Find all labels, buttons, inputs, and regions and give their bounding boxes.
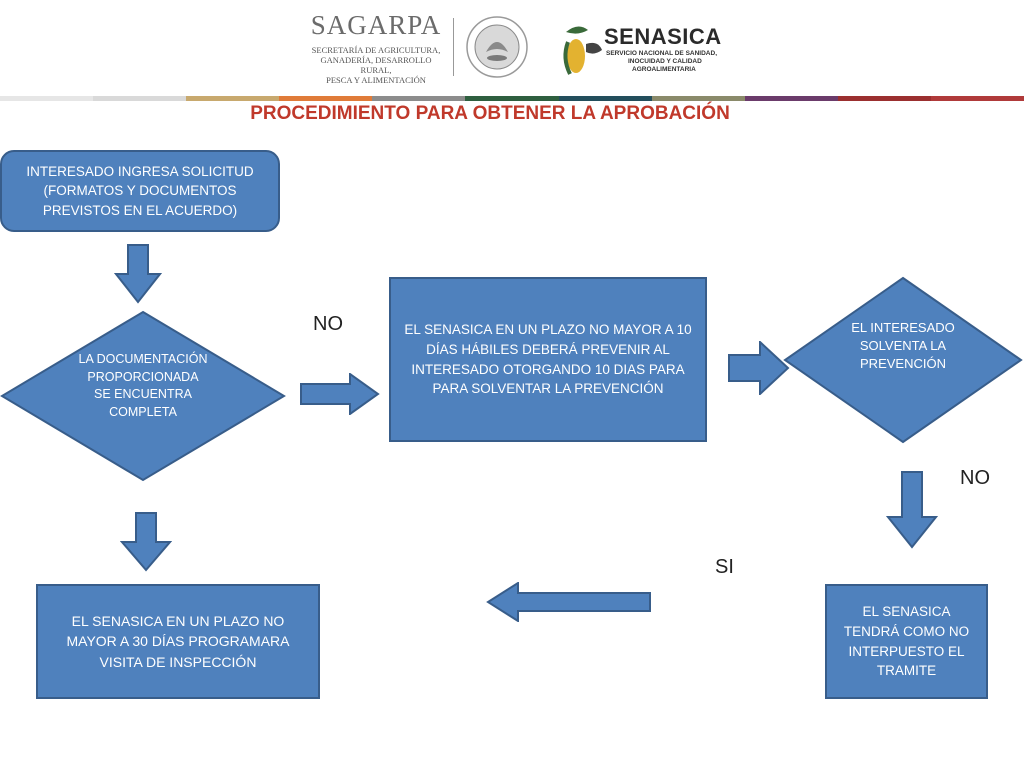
inspection-box: EL SENASICA EN UN PLAZO NO MAYOR A 30 DÍ… (36, 584, 320, 699)
sagarpa-logo: SAGARPA SECRETARÍA DE AGRICULTURA, GANAD… (306, 10, 446, 85)
stripe-segment (651, 96, 746, 101)
no-label: NO (960, 467, 990, 489)
stripe-segment (372, 96, 467, 101)
start-step-box: INTERESADO INGRESA SOLICITUD (FORMATOS Y… (0, 150, 280, 232)
right-arrow-icon (300, 372, 380, 420)
stripe-segment (93, 96, 188, 101)
senasica-subtitle-2: INOCUIDAD Y CALIDAD (628, 58, 702, 65)
stripe-segment (465, 96, 560, 101)
stripe-segment (279, 96, 374, 101)
senasica-subtitle-1: SERVICIO NACIONAL DE SANIDAD, (606, 50, 717, 57)
start-step-text: INTERESADO INGRESA SOLICITUD (FORMATOS Y… (26, 163, 254, 218)
not-filed-text: EL SENASICA TENDRÁ COMO NO INTERPUESTO E… (843, 604, 970, 679)
decision-solventa-text: EL INTERESADO SOLVENTA LA PREVENCIÓN (851, 319, 955, 372)
decision-complete-text: LA DOCUMENTACIÓN PROPORCIONADA SE ENCUEN… (78, 352, 208, 419)
down-arrow-icon (119, 512, 173, 577)
mexico-seal-icon (462, 14, 532, 80)
prevention-box: EL SENASICA EN UN PLAZO NO MAYOR A 10 DÍ… (389, 277, 707, 442)
down-arrow-icon (113, 244, 163, 309)
stripe-segment (186, 96, 281, 101)
senasica-emblem-icon (558, 22, 604, 78)
si-label: SI (715, 556, 734, 578)
prevention-text: EL SENASICA EN UN PLAZO NO MAYOR A 10 DÍ… (404, 322, 692, 397)
no-label: NO (313, 313, 343, 335)
page-title: PROCEDIMIENTO PARA OBTENER LA APROBACIÓN (250, 103, 730, 124)
decision-complete-diamond (0, 310, 286, 487)
stripe-segment (558, 96, 653, 101)
stripe-segment (744, 96, 839, 101)
down-arrow-icon (885, 471, 939, 554)
not-filed-box: EL SENASICA TENDRÁ COMO NO INTERPUESTO E… (825, 584, 988, 699)
sagarpa-subtitle-1: SECRETARÍA DE AGRICULTURA, (311, 45, 441, 55)
sagarpa-name: SAGARPA (310, 10, 442, 40)
sagarpa-subtitle-3: PESCA Y ALIMENTACIÓN (326, 75, 426, 85)
sagarpa-subtitle-2: GANADERÍA, DESARROLLO RURAL, (320, 55, 432, 75)
inspection-text: EL SENASICA EN UN PLAZO NO MAYOR A 30 DÍ… (66, 613, 290, 670)
stripe-segment (837, 96, 932, 101)
stripe-segment (0, 96, 94, 101)
left-arrow-icon (486, 581, 652, 627)
decision-solventa-diamond (783, 276, 1023, 449)
senasica-logo: SENASICA SERVICIO NACIONAL DE SANIDAD, I… (558, 22, 728, 82)
right-arrow-icon (728, 339, 790, 400)
senasica-name: SENASICA (604, 24, 722, 49)
senasica-subtitle-3: AGROALIMENTARIA (632, 66, 696, 73)
header-divider (453, 18, 454, 76)
stripe-segment (930, 96, 1024, 101)
